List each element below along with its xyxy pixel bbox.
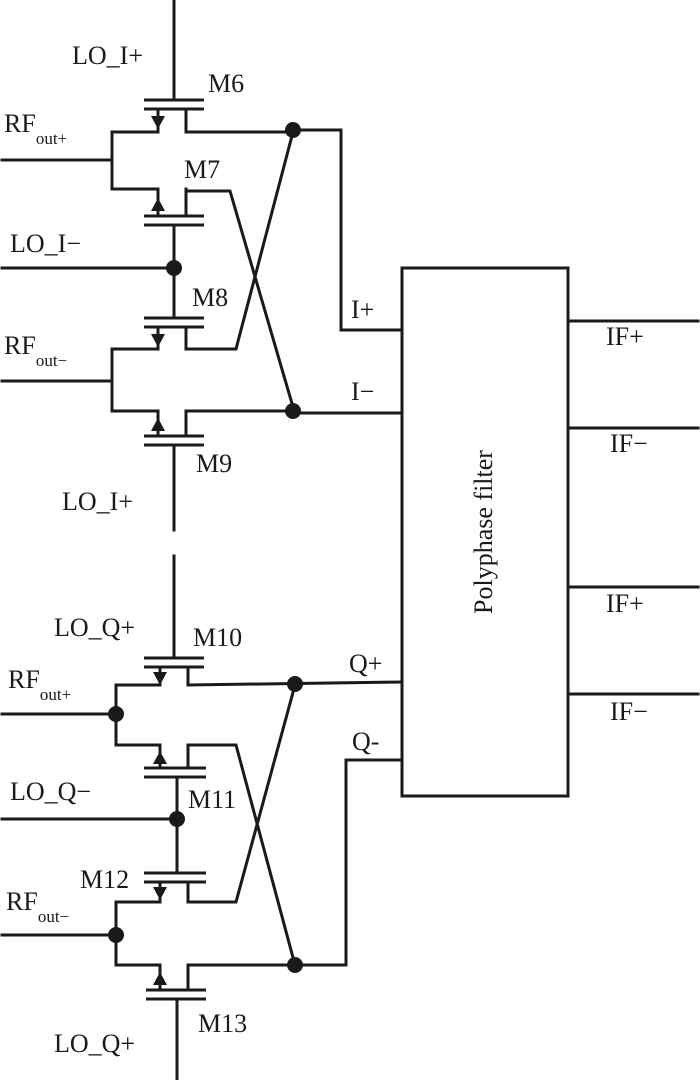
i-minus-label: I− (351, 377, 374, 406)
transistor-m6 (144, 98, 204, 134)
rf-out-plus-q-label: RFout+ (8, 665, 71, 704)
if-plus-1-label: IF+ (606, 322, 644, 351)
rf-out-plus-i-label: RFout+ (4, 109, 67, 148)
rf-out-minus-q-junction (108, 927, 124, 943)
m10-label: M10 (193, 623, 242, 652)
transistor-m12 (144, 871, 206, 904)
lo-i-plus-bottom-label: LO_I+ (62, 487, 133, 516)
if-plus-2-label: IF+ (606, 589, 644, 618)
m12-label: M12 (80, 865, 129, 894)
m8-label: M8 (192, 283, 228, 312)
transistor-m9 (144, 409, 204, 447)
q-minus-label: Q- (352, 727, 379, 756)
m7-label: M7 (184, 155, 220, 184)
m6-label: M6 (208, 69, 244, 98)
transistor-m11 (144, 743, 206, 779)
lo-q-plus-bottom-label: LO_Q+ (54, 1029, 135, 1058)
transistor-m13 (146, 963, 206, 1001)
q-plus-junction (287, 676, 303, 692)
polyphase-filter-label: Polyphase filter (469, 450, 498, 614)
i-plus-wire (291, 128, 404, 332)
m11-label: M11 (188, 785, 236, 814)
lo-i-minus-junction (166, 260, 182, 276)
m8-drain-cross-wire (184, 130, 295, 351)
i-minus-junction (285, 403, 301, 419)
rf-out-plus-q-junction (108, 706, 124, 722)
lo-i-plus-top-label: LO_I+ (72, 41, 143, 70)
rf-out-minus-q-label: RFout− (6, 887, 69, 926)
m11-drain-cross-wire (186, 743, 297, 967)
rf-out-minus-i-label: RFout− (4, 331, 67, 370)
if-minus-2-label: IF− (610, 697, 648, 726)
lo-i-minus-label: LO_I− (10, 229, 81, 258)
i-plus-label: I+ (351, 295, 374, 324)
m7-drain-cross-wire (184, 189, 295, 409)
transistor-m7 (144, 187, 204, 227)
lo-q-minus-junction (169, 811, 185, 827)
transistor-m10 (144, 656, 204, 687)
if-minus-1-label: IF− (610, 429, 648, 458)
lo-q-minus-label: LO_Q− (10, 777, 91, 806)
m13-label: M13 (198, 1009, 247, 1038)
lo-q-plus-top-label: LO_Q+ (54, 613, 135, 642)
m12-drain-cross-wire (186, 683, 297, 904)
transistor-m8 (144, 316, 204, 351)
m9-label: M9 (196, 449, 232, 478)
q-minus-wire (293, 758, 404, 967)
polyphase-filter-block (400, 266, 570, 798)
q-plus-label: Q+ (349, 649, 382, 678)
